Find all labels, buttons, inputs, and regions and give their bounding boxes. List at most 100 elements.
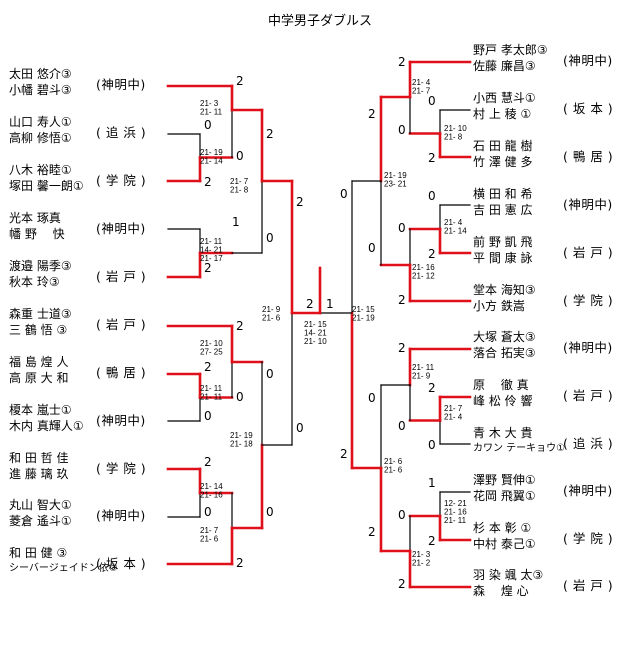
game-score: 21- 10: [304, 337, 327, 346]
match-score: 2: [428, 247, 436, 261]
right-team-9: 青 木 大 貴カワン テーキョウ①: [473, 425, 565, 457]
game-score: 21- 6: [384, 466, 403, 475]
player-name: 太田 悠介③: [9, 67, 72, 81]
player-name: 大塚 蒼太③: [473, 330, 536, 344]
player-name: 高 原 大 和: [9, 371, 69, 385]
game-score: 21- 3: [412, 550, 431, 559]
player-name: 杉 本 彰 ①: [473, 521, 532, 535]
match-score: 0: [368, 391, 376, 405]
match-score: 2: [204, 261, 212, 275]
player-name: 木内 真輝人①: [9, 419, 84, 433]
player-name: 前 野 凱 飛: [473, 235, 533, 249]
match-score: 0: [266, 505, 274, 519]
match-score: 0: [204, 409, 212, 423]
match-score: 2: [428, 151, 436, 165]
game-score: 21- 15: [352, 305, 375, 314]
game-score: 21- 4: [444, 218, 463, 227]
player-name: 落合 拓実③: [473, 346, 536, 360]
player-name: 吉 田 憲 広: [473, 203, 533, 217]
player-name: 小西 慧斗①: [473, 91, 536, 105]
right-team-4: 横 田 和 希吉 田 憲 広: [473, 186, 532, 218]
game-score: 21- 14: [444, 227, 467, 236]
game-score: 21- 11: [200, 384, 223, 393]
match-score: 2: [398, 293, 406, 307]
match-score: 2: [368, 107, 376, 121]
game-score: 21- 11: [200, 393, 223, 402]
player-name: 石 田 龍 樹: [473, 139, 533, 153]
match-score: 0: [204, 505, 212, 519]
match-score: 2: [204, 175, 212, 189]
match-score: 2: [236, 556, 244, 570]
game-score: 21- 4: [412, 78, 431, 87]
game-score: 21- 8: [230, 186, 249, 195]
game-score: 21- 19: [384, 171, 407, 180]
player-name: 高柳 修悟①: [9, 131, 72, 145]
player-name: 森 煌 心: [473, 584, 529, 598]
game-score: 21- 16: [200, 491, 223, 500]
game-score: 21- 3: [200, 99, 219, 108]
school-name: ( 追 浜 ): [563, 436, 614, 451]
match-score: 2: [398, 55, 406, 69]
game-score: 21- 9: [262, 305, 281, 314]
player-name: 堂本 海知③: [473, 283, 536, 297]
school-name: (神明中): [563, 483, 613, 498]
school-name: (神明中): [96, 413, 146, 428]
match-score: 2: [398, 577, 406, 591]
school-name: (神明中): [96, 508, 146, 523]
player-name: 渡邉 陽季③: [9, 259, 72, 273]
match-score: 0: [266, 231, 274, 245]
game-score: 21- 9: [412, 372, 431, 381]
player-name: 福 島 煌 人: [9, 355, 69, 369]
match-score: 0: [204, 118, 212, 132]
player-name: 原 徹 真: [473, 378, 529, 392]
game-score: 21- 10: [200, 339, 223, 348]
player-name: 和 田 健 ③: [9, 546, 68, 560]
game-score: 21- 16: [412, 263, 435, 272]
match-score: 2: [204, 360, 212, 374]
game-score: 21- 14: [200, 157, 223, 166]
player-name: 峰 松 伶 響: [473, 394, 533, 408]
match-score: 1: [232, 215, 240, 229]
game-score: 21- 15: [304, 320, 327, 329]
school-name: ( 坂 本 ): [563, 101, 614, 116]
school-name: (神明中): [563, 197, 613, 212]
player-name: 和 田 哲 佳: [9, 451, 69, 465]
left-team-9: 和 田 哲 佳進 藤 璃 玖: [9, 450, 68, 482]
match-score: 0: [398, 123, 406, 137]
match-score: 0: [428, 189, 436, 203]
match-score: 0: [398, 419, 406, 433]
match-score: 2: [236, 74, 244, 88]
match-score: 1: [428, 476, 436, 490]
game-score: 21- 7: [412, 87, 431, 96]
school-name: (神明中): [563, 340, 613, 355]
match-score: 0: [398, 508, 406, 522]
player-name: 丸山 智大①: [9, 498, 72, 512]
match-score: 2: [236, 319, 244, 333]
player-name: 進 藤 璃 玖: [9, 467, 69, 481]
match-score: 0: [340, 187, 348, 201]
player-name: 三 鶴 悟 ③: [9, 323, 68, 337]
match-score: 2: [428, 534, 436, 548]
game-score: 21- 11: [444, 516, 467, 525]
right-team-6: 堂本 海知③ 小方 鉄嵩: [473, 282, 536, 314]
match-score: 2: [428, 381, 436, 395]
player-name: 野戸 孝太郎③: [473, 43, 548, 57]
match-score: 0: [428, 94, 436, 108]
school-name: ( 学 院 ): [96, 173, 147, 188]
match-score: 0: [428, 438, 436, 452]
game-score: 21- 2: [412, 559, 431, 568]
player-name: 小方 鉄嵩: [473, 299, 525, 313]
player-name: 平 間 康 詠: [473, 251, 533, 265]
right-team-5: 前 野 凱 飛平 間 康 詠: [473, 234, 532, 266]
school-name: (神明中): [563, 53, 613, 68]
